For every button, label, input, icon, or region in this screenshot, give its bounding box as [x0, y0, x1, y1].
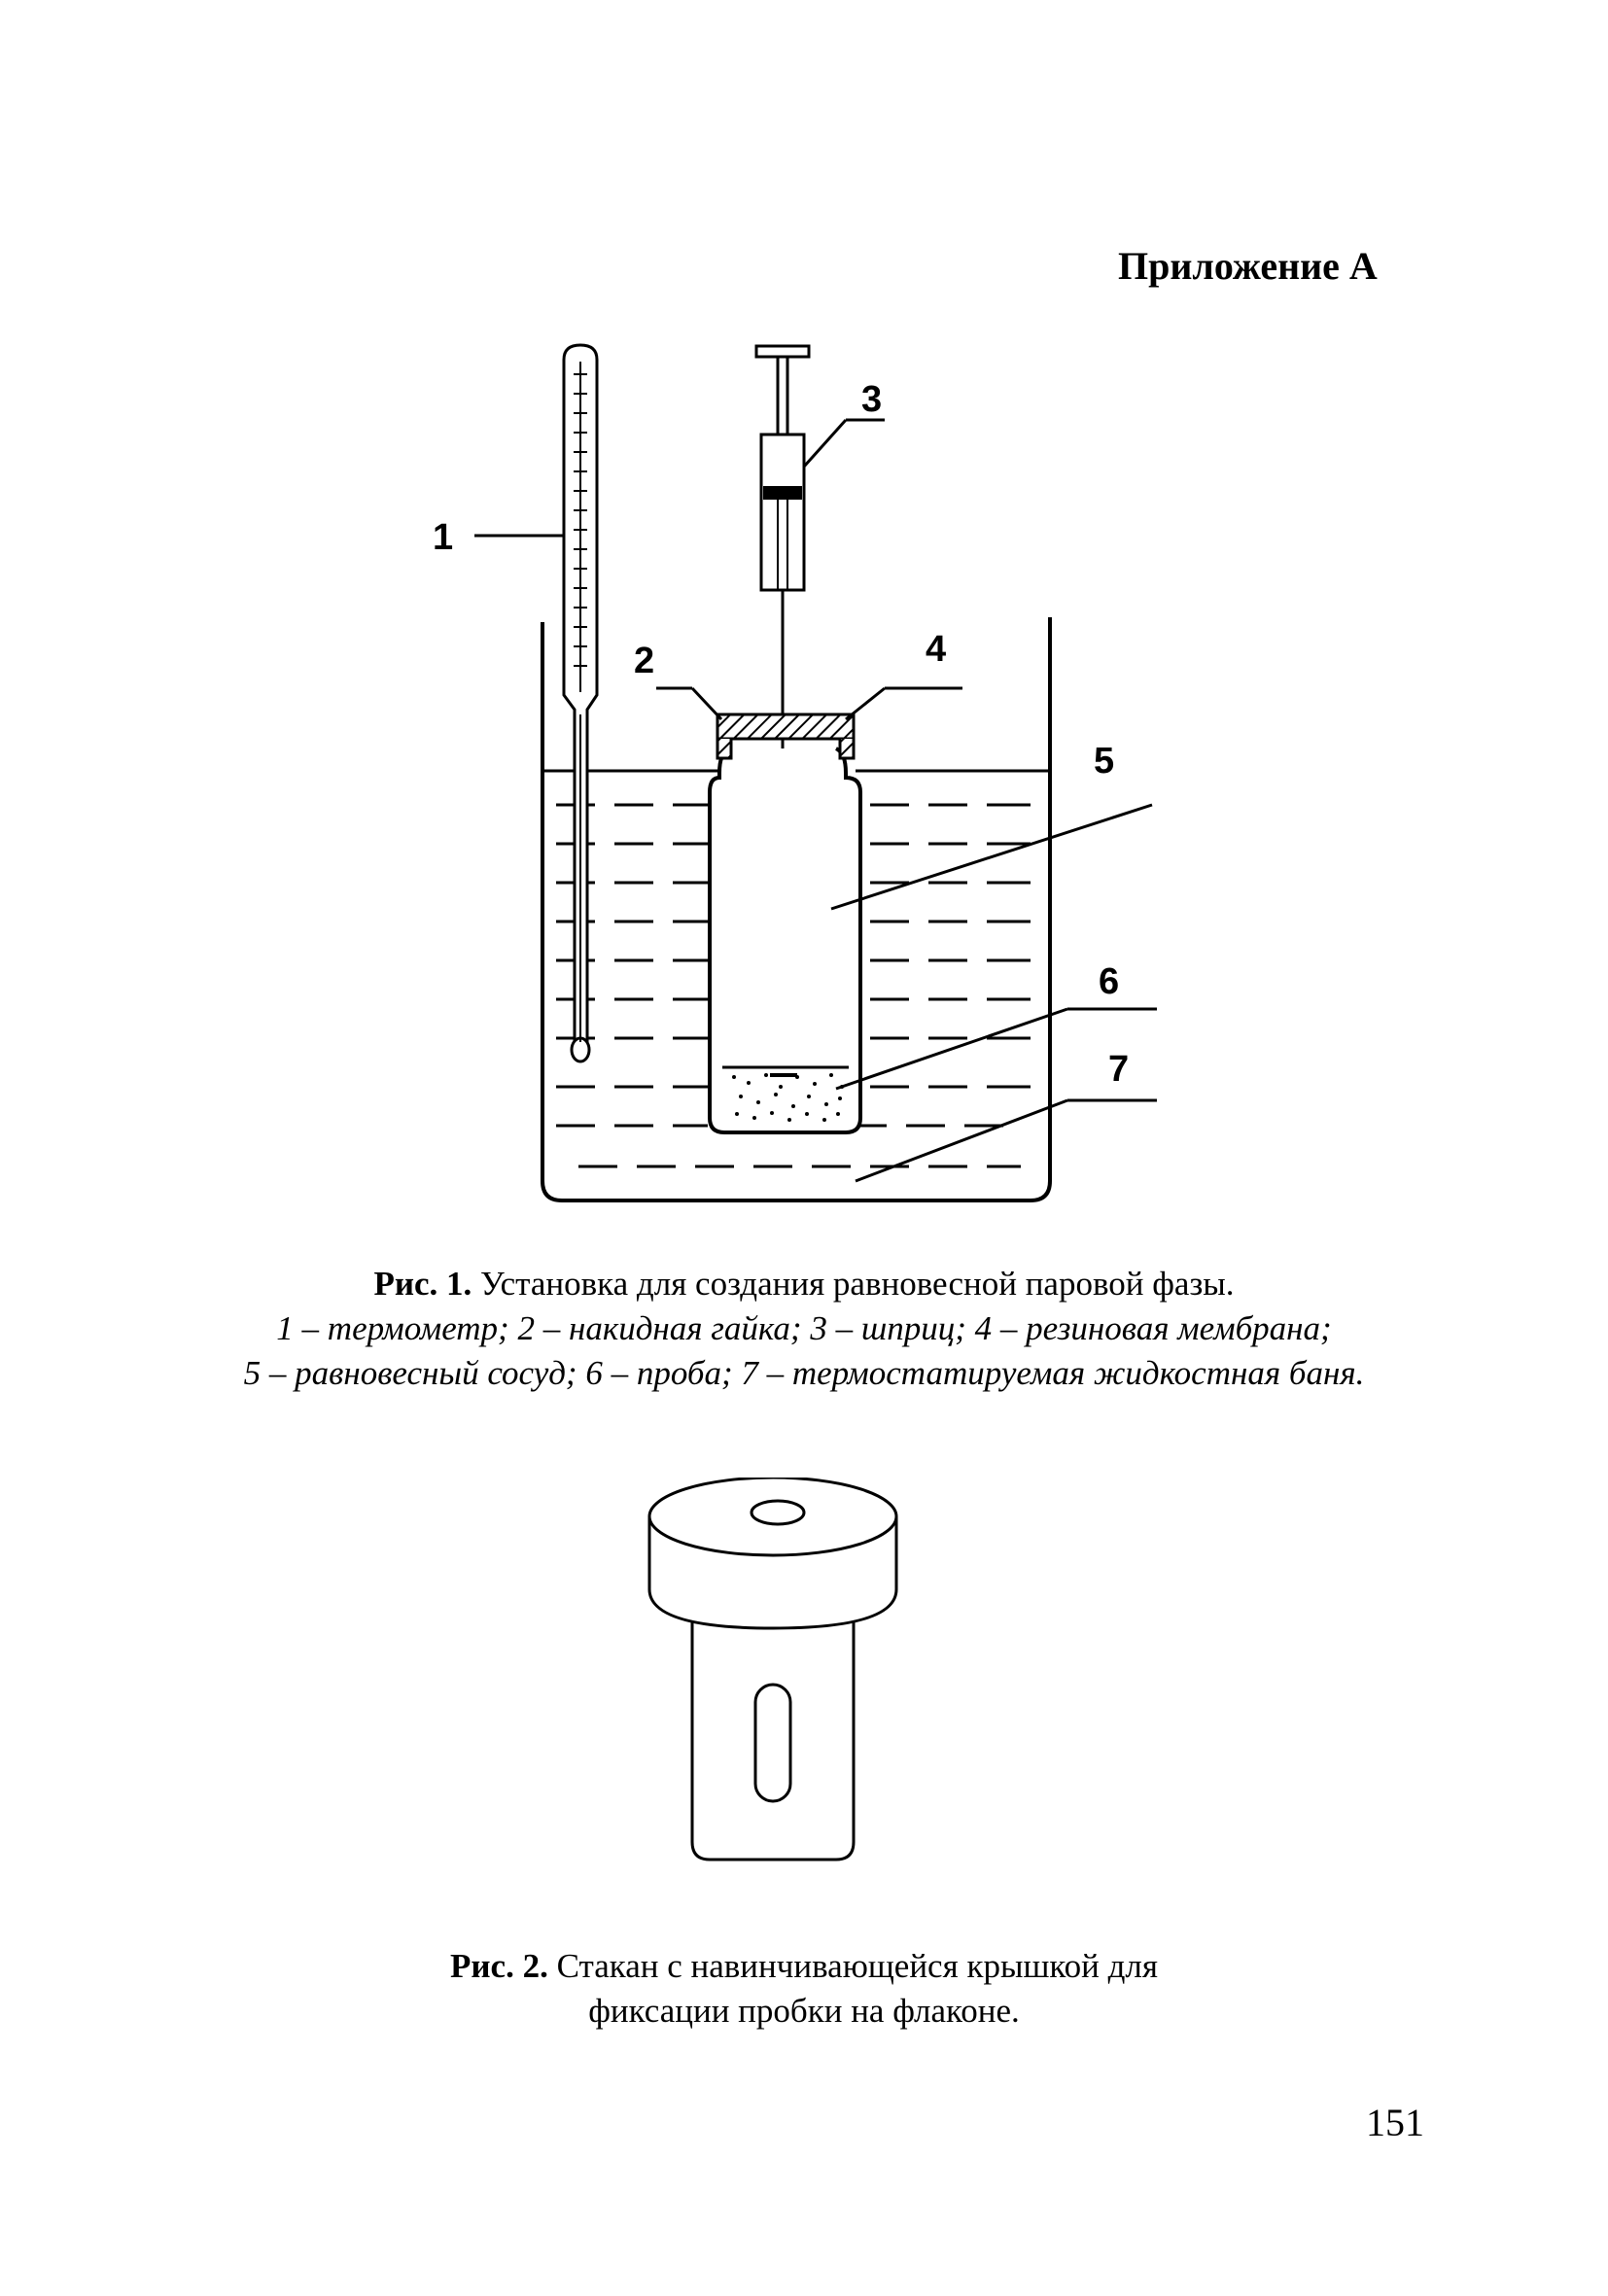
- liquid-dashes: [556, 803, 1031, 1168]
- leader-6: [835, 1007, 1068, 1091]
- page-number: 151: [1366, 2101, 1424, 2144]
- leader-4: [845, 686, 886, 721]
- label-3: 3: [861, 379, 882, 420]
- appendix-title: Приложение А: [1118, 244, 1378, 288]
- label-1: 1: [433, 517, 453, 558]
- sample-granules: [732, 1073, 844, 1122]
- leader-5: [830, 803, 1153, 911]
- bath-vessel: [541, 617, 1052, 1202]
- label-4: 4: [926, 629, 946, 670]
- figure-1-legend-line-2: 5 – равновесный сосуд; 6 – проба; 7 – те…: [243, 1354, 1365, 1392]
- figure-1-caption-title: Установка для создания равновесной паров…: [472, 1265, 1235, 1303]
- figure-2-caption-line-1: Стакан с навинчивающейся крышкой для: [547, 1947, 1158, 1985]
- vial-icon: [708, 747, 862, 1134]
- figure-2-diagram: [647, 1478, 898, 1861]
- leader-7: [855, 1098, 1068, 1183]
- figure-2-caption: Рис. 2. Стакан с навинчивающейся крышкой…: [97, 1944, 1511, 2034]
- figure-2-caption-lead: Рис. 2.: [450, 1947, 548, 1985]
- label-7: 7: [1108, 1049, 1129, 1090]
- label-5: 5: [1094, 741, 1114, 782]
- leader-3: [802, 418, 848, 469]
- cap-nut: [716, 713, 856, 760]
- figure-1-caption: Рис. 1. Установка для создания равновесн…: [97, 1262, 1511, 1396]
- syringe-icon: [754, 344, 811, 831]
- label-2: 2: [634, 641, 654, 681]
- figure-1-legend-line-1: 1 – термометр; 2 – накидная гайка; 3 – ш…: [276, 1309, 1332, 1347]
- figure-2-caption-line-2: фиксации пробки на флаконе.: [588, 1992, 1020, 2030]
- thermometer-icon: [562, 343, 599, 1063]
- figure-1-caption-lead: Рис. 1.: [373, 1265, 472, 1303]
- figure-1-diagram: 1 2 3 4 5 6 7: [433, 343, 1157, 1202]
- screw-cap-cup-icon: [647, 1478, 898, 1861]
- label-6: 6: [1099, 961, 1119, 1002]
